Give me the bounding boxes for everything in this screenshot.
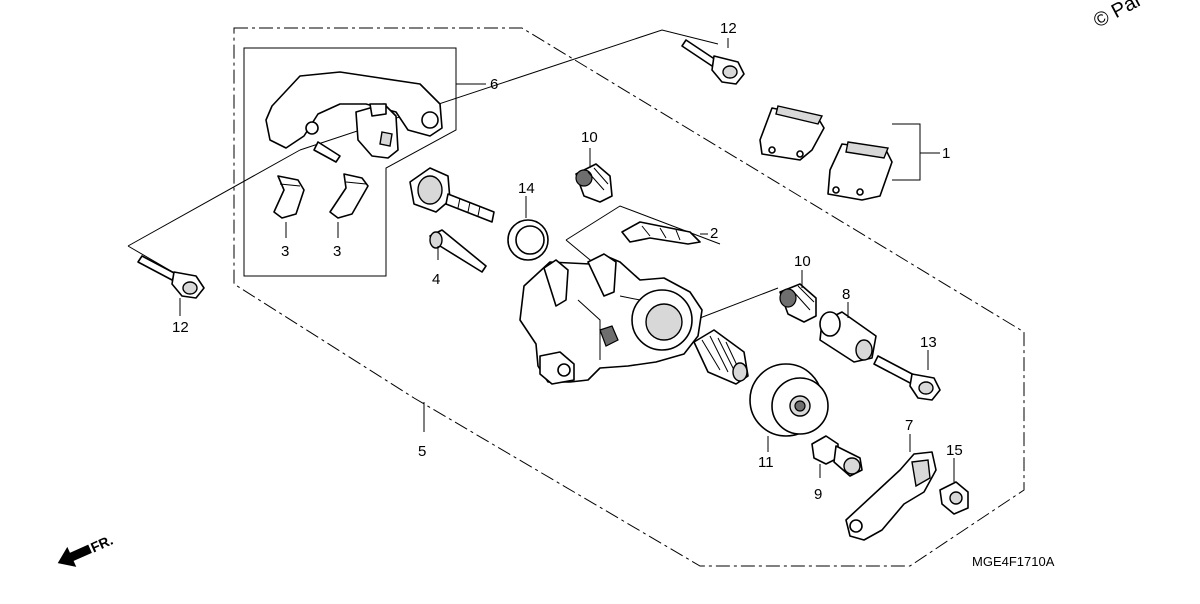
- callout-6: 6: [490, 76, 498, 93]
- assembly-outline: [233, 27, 1025, 567]
- callout-1: 1: [942, 145, 950, 162]
- callout-14: 14: [518, 180, 535, 197]
- callout-labels: 1 2 3 3 4 5 6 7 8 9 10 10 11 12 12 13 14…: [172, 20, 963, 503]
- bolt-leader-frame: [127, 29, 719, 283]
- callout-10a: 10: [581, 129, 598, 146]
- bolt-12-left: [137, 255, 205, 299]
- front-arrow-icon: [57, 544, 92, 567]
- caliper-bracket: [265, 71, 443, 163]
- callout-3b: 3: [333, 243, 341, 260]
- bolt-13: [873, 355, 941, 401]
- front-direction-indicator: FR.: [57, 532, 115, 567]
- callout-12a: 12: [720, 20, 737, 37]
- bolt-12-top: [681, 39, 745, 85]
- copyright-text: © Par: [1090, 0, 1146, 32]
- callout-5: 5: [418, 443, 426, 460]
- sleeve: [819, 311, 877, 363]
- flange-nut: [939, 481, 969, 515]
- pad-spring-left: [273, 175, 305, 219]
- piston-seal-ring: [507, 219, 549, 261]
- callout-10b: 10: [794, 253, 811, 270]
- pad-spring-right: [329, 173, 369, 219]
- callout-13: 13: [920, 334, 937, 351]
- brake-pad-lower: [827, 141, 893, 201]
- adjuster-spring: [693, 329, 749, 385]
- brake-pad-upper: [759, 105, 825, 161]
- callout-2: 2: [710, 225, 718, 242]
- slide-pin: [429, 229, 487, 273]
- slide-pin-with-boot: [409, 167, 495, 223]
- callout-8: 8: [842, 286, 850, 303]
- caliper-body: [519, 253, 703, 385]
- piston: [749, 363, 829, 437]
- pad-spring-2: [621, 221, 701, 245]
- callout-9: 9: [814, 486, 822, 503]
- callout-15: 15: [946, 442, 963, 459]
- callout-4: 4: [432, 271, 440, 288]
- front-label: FR.: [88, 532, 115, 556]
- boot-10-right: [779, 283, 817, 323]
- diagram-code: MGE4F1710A: [972, 554, 1055, 569]
- bracket-box: [243, 47, 457, 277]
- boot-10-top: [575, 163, 613, 203]
- callout-7: 7: [905, 417, 913, 434]
- callout-3a: 3: [281, 243, 289, 260]
- stud-bolt: [811, 435, 863, 477]
- callout-leaders: [179, 38, 955, 482]
- callout-11: 11: [758, 454, 774, 471]
- lever-arm: [845, 451, 937, 541]
- callout-12b: 12: [172, 319, 189, 336]
